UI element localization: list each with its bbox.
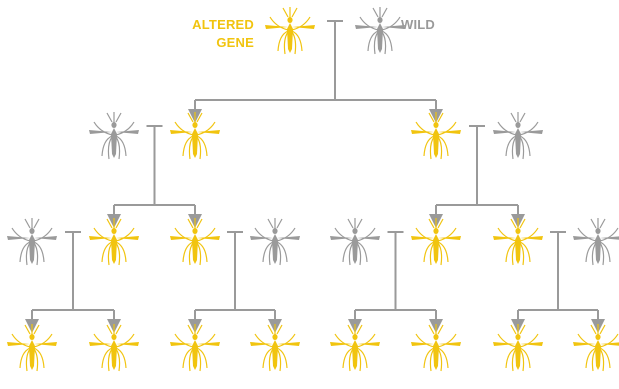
wild-mosquito-icon [6, 217, 58, 266]
altered-gene-mosquito-icon [492, 323, 544, 372]
altered-gene-mosquito-icon [169, 323, 221, 372]
altered-gene-mosquito-icon [410, 217, 462, 266]
altered-gene-mosquito-icon [264, 6, 316, 55]
altered-gene-label-line1: ALTERED [192, 17, 254, 32]
wild-mosquito-icon [88, 111, 140, 160]
altered-gene-mosquito-icon [329, 323, 381, 372]
wild-label: WILD [401, 17, 435, 32]
altered-gene-mosquito-icon [169, 217, 221, 266]
altered-gene-mosquito-icon [88, 323, 140, 372]
altered-gene-mosquito-icon [6, 323, 58, 372]
altered-gene-mosquito-icon [572, 323, 619, 372]
altered-gene-label-line2: GENE [216, 35, 254, 50]
wild-mosquito-icon [492, 111, 544, 160]
wild-mosquito-icon [572, 217, 619, 266]
altered-gene-mosquito-icon [410, 111, 462, 160]
altered-gene-mosquito-icon [88, 217, 140, 266]
wild-mosquito-icon [329, 217, 381, 266]
wild-mosquito-icon [249, 217, 301, 266]
altered-gene-mosquito-icon [169, 111, 221, 160]
altered-gene-mosquito-icon [492, 217, 544, 266]
altered-gene-mosquito-icon [249, 323, 301, 372]
mosquito-group [6, 6, 619, 372]
wild-mosquito-icon [354, 6, 406, 55]
altered-gene-mosquito-icon [410, 323, 462, 372]
inheritance-connectors [25, 20, 605, 333]
